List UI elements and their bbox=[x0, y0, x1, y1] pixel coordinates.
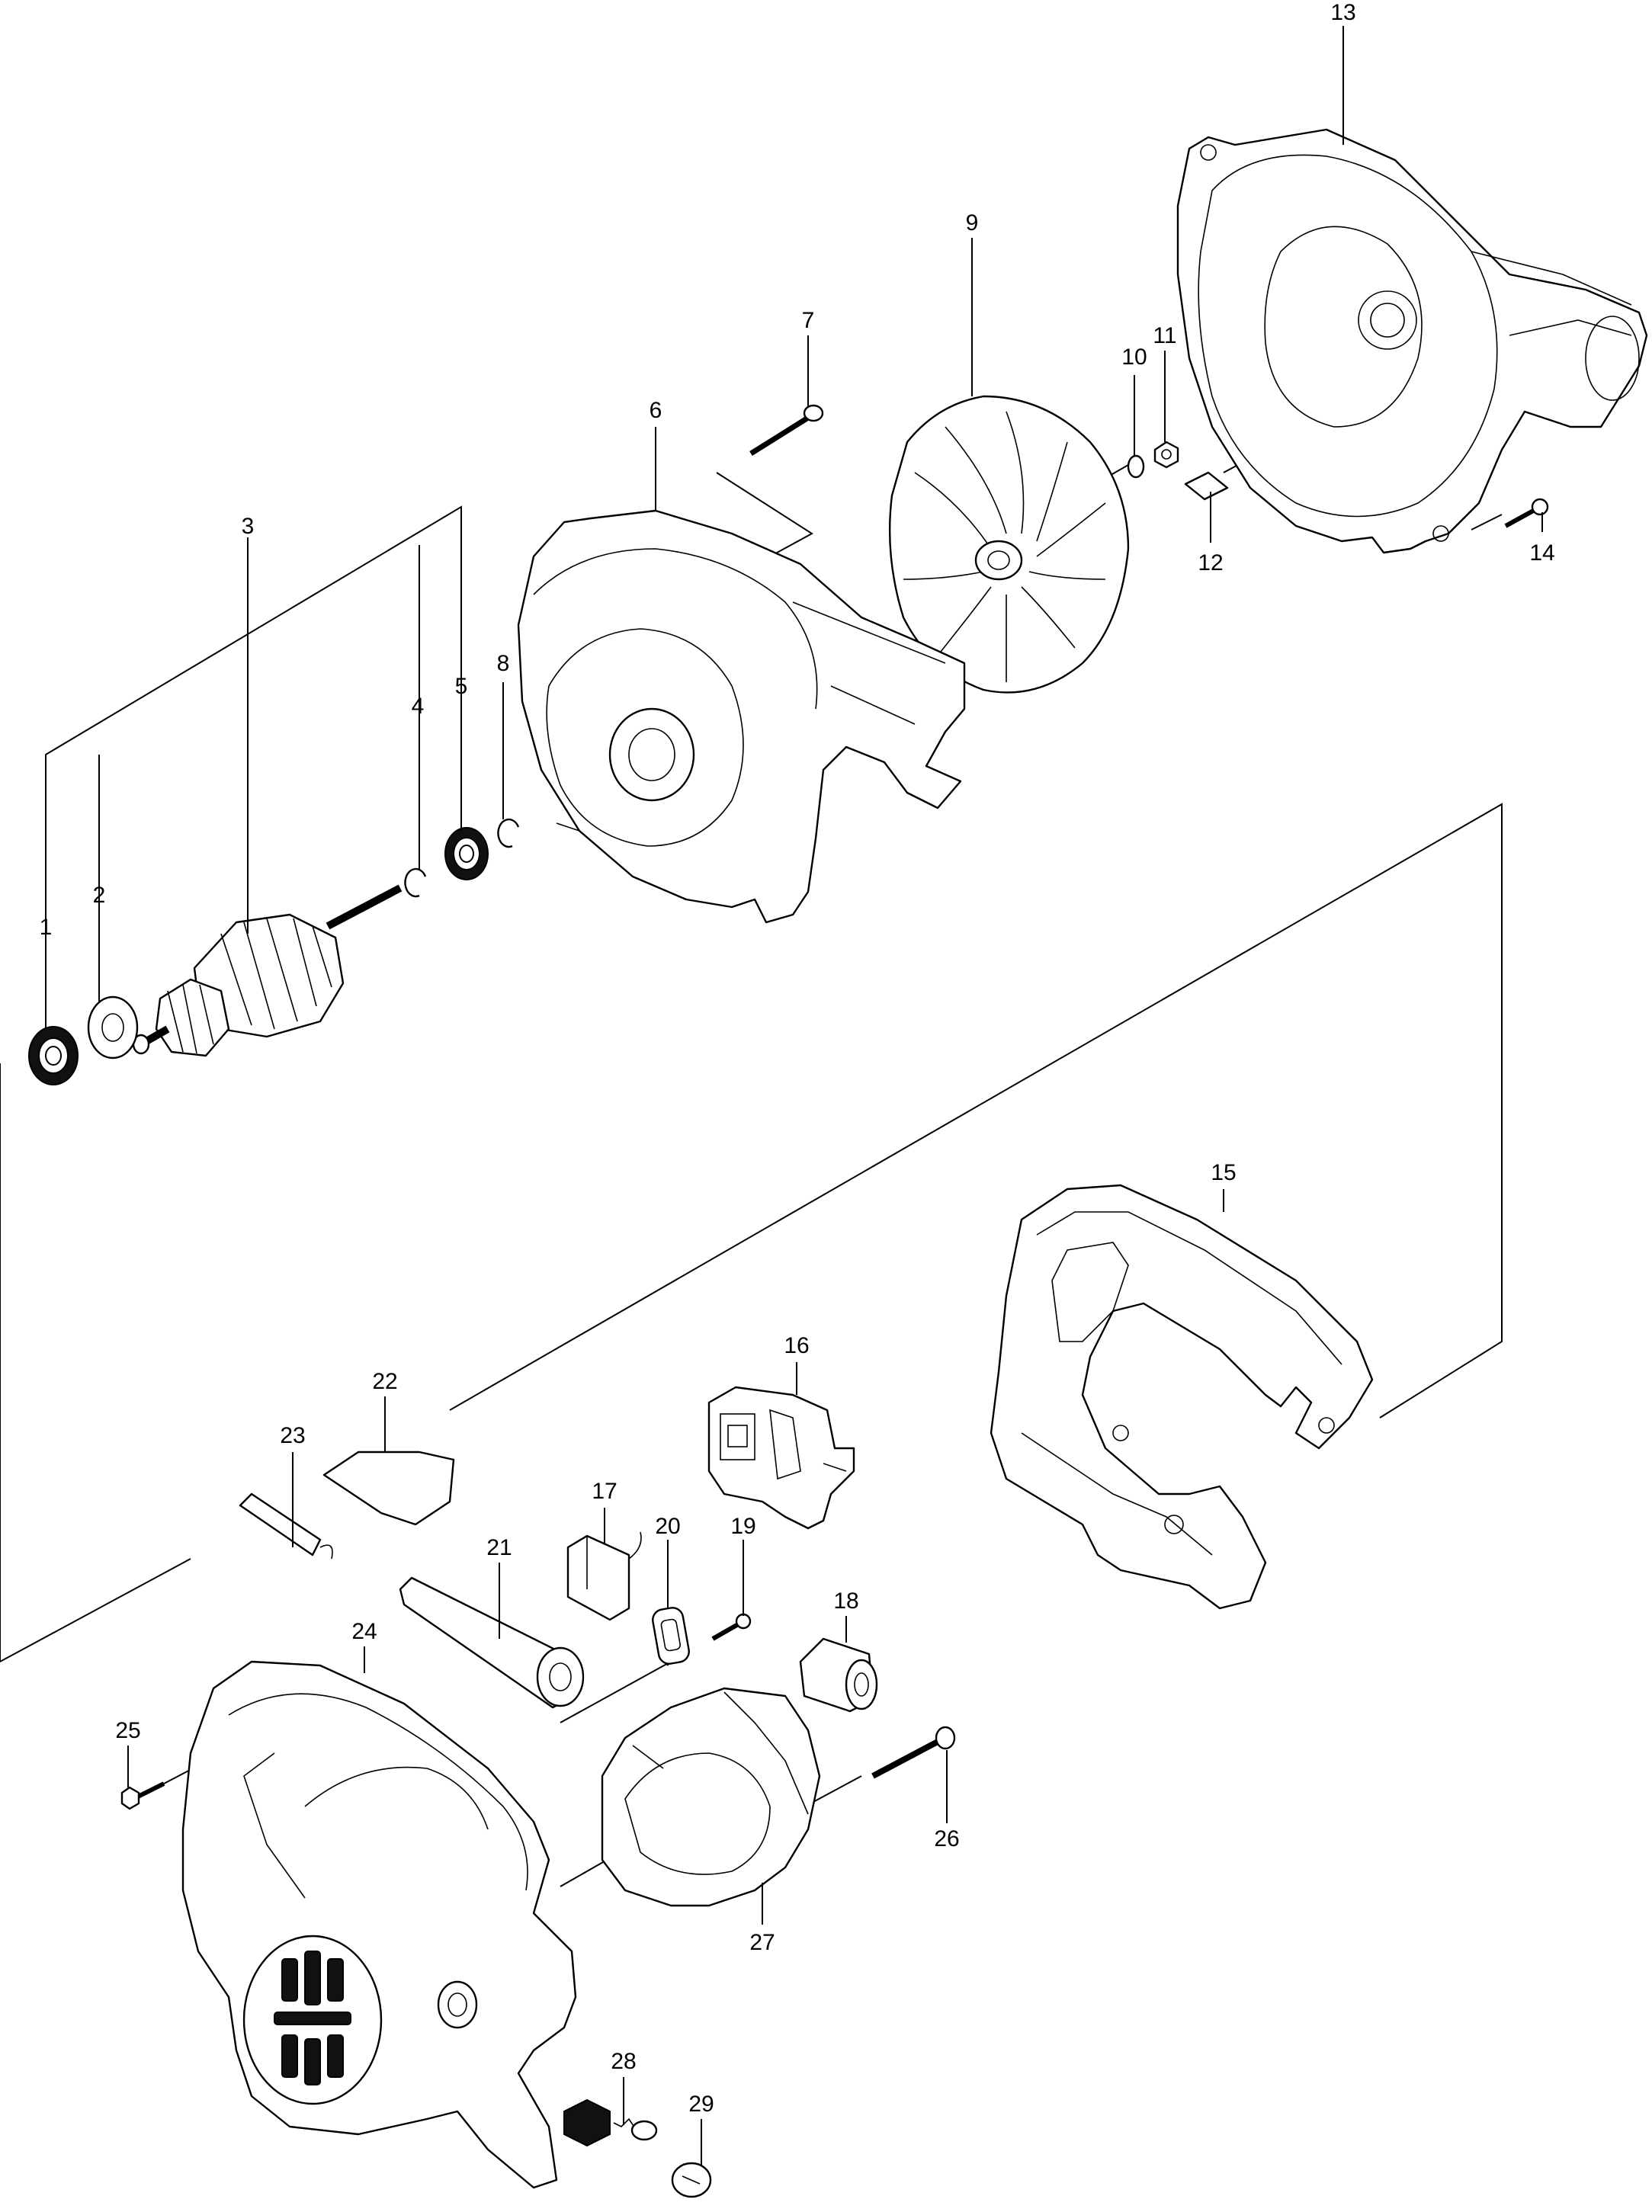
switch-icon bbox=[707, 1386, 855, 1530]
part-label-17: 17 bbox=[592, 1479, 617, 1504]
retaining-ring-icon bbox=[404, 867, 427, 898]
insulation-washer-icon bbox=[87, 995, 139, 1060]
callout-leaders bbox=[45, 26, 1543, 2165]
callout-labels: 1 2 3 4 5 6 7 8 9 10 11 12 13 14 15 16 1… bbox=[40, 0, 1555, 2117]
part-label-24: 24 bbox=[351, 1619, 377, 1644]
part-label-29: 29 bbox=[688, 2092, 714, 2117]
part-label-1: 1 bbox=[40, 915, 53, 940]
handle-cover-icon bbox=[990, 1184, 1374, 1610]
vent-slots bbox=[274, 1951, 351, 2085]
part-label-20: 20 bbox=[655, 1514, 680, 1539]
part-label-14: 14 bbox=[1529, 540, 1554, 566]
part-label-15: 15 bbox=[1211, 1160, 1236, 1185]
part-label-11: 11 bbox=[1153, 323, 1176, 348]
part-label-23: 23 bbox=[280, 1423, 305, 1448]
fan-cover-icon bbox=[1176, 128, 1648, 554]
part-label-10: 10 bbox=[1121, 345, 1147, 370]
carbon-brush-icon bbox=[563, 2098, 658, 2147]
ball-bearing-icon bbox=[28, 1026, 79, 1085]
ball-bearing-icon bbox=[444, 827, 489, 880]
part-label-18: 18 bbox=[833, 1588, 858, 1614]
strain-relief-icon bbox=[652, 1607, 690, 1665]
part-label-28: 28 bbox=[611, 2049, 636, 2074]
part-label-16: 16 bbox=[784, 1333, 809, 1358]
part-label-9: 9 bbox=[966, 210, 979, 236]
part-label-4: 4 bbox=[412, 694, 425, 719]
fan-housing-icon bbox=[517, 509, 966, 924]
brush-holder-cap-icon bbox=[671, 2162, 712, 2198]
noise-suppressor-icon bbox=[566, 1531, 642, 1621]
part-label-6: 6 bbox=[650, 398, 662, 423]
tapping-screw-icon bbox=[749, 404, 824, 456]
tapping-screw-icon bbox=[711, 1613, 752, 1641]
hex-nut-icon bbox=[1153, 441, 1179, 469]
part-label-2: 2 bbox=[93, 883, 106, 908]
part-label-19: 19 bbox=[730, 1514, 755, 1539]
tapping-screw-icon bbox=[120, 1781, 165, 1810]
part-label-21: 21 bbox=[486, 1535, 512, 1560]
part-label-26: 26 bbox=[934, 1826, 959, 1851]
insulation-sheet-icon bbox=[322, 1451, 455, 1526]
nameplate-icon bbox=[1184, 471, 1229, 501]
part-label-3: 3 bbox=[242, 514, 255, 539]
part-label-27: 27 bbox=[749, 1930, 775, 1955]
part-label-22: 22 bbox=[372, 1369, 397, 1394]
fan-icon bbox=[888, 395, 1130, 694]
part-label-12: 12 bbox=[1198, 550, 1223, 575]
part-label-25: 25 bbox=[115, 1718, 140, 1743]
field-icon bbox=[601, 1687, 821, 1907]
insulation-tube-icon bbox=[239, 1492, 333, 1560]
part-label-13: 13 bbox=[1330, 0, 1355, 25]
retaining-ring-icon bbox=[497, 818, 520, 848]
tapping-screw-icon bbox=[871, 1726, 956, 1779]
part-label-7: 7 bbox=[802, 308, 815, 333]
part-label-5: 5 bbox=[455, 674, 468, 699]
motor-housing-icon bbox=[181, 1660, 577, 2189]
cord-guard-icon bbox=[399, 1576, 585, 1709]
flat-washer-icon bbox=[1127, 454, 1145, 479]
tapping-screw-icon bbox=[1504, 498, 1549, 528]
sleeve-icon bbox=[799, 1637, 878, 1713]
part-label-8: 8 bbox=[497, 651, 510, 676]
armature-icon bbox=[132, 884, 403, 1057]
